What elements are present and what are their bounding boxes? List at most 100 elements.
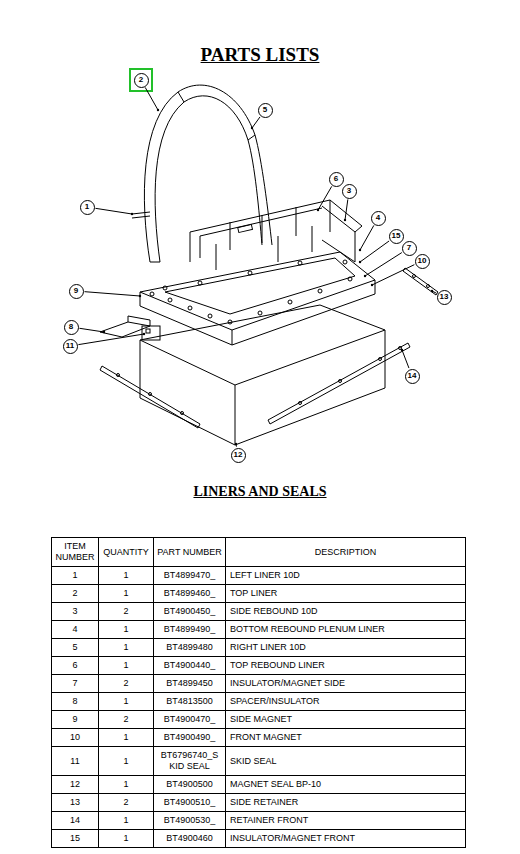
table-cell: 1	[99, 812, 154, 830]
table-cell: LEFT LINER 10D	[226, 567, 466, 585]
table-cell: BT4899480	[154, 639, 226, 657]
table-cell: 1	[99, 830, 154, 848]
cell-text: BOTTOM REBOUND PLENUM LINER	[230, 624, 385, 635]
table-cell: 14	[52, 812, 99, 830]
table-cell: 2	[99, 711, 154, 729]
callout-text: 10	[418, 257, 427, 265]
table-cell: TOP LINER	[226, 585, 466, 603]
cell-text: TOP REBOUND LINER	[230, 660, 325, 671]
table-cell: BT4900440_	[154, 657, 226, 675]
cell-text: BT4900470_	[164, 714, 216, 725]
cell-text: 2	[123, 606, 128, 617]
table-cell: 1	[52, 567, 99, 585]
cell-text: INSULATOR/MAGNET SIDE	[230, 678, 345, 689]
leader-line	[402, 350, 409, 368]
callout-text: 9	[74, 287, 78, 295]
callout-text: 7	[407, 244, 411, 252]
table-header-cell: ITEM NUMBER	[52, 538, 99, 567]
cell-text: LEFT LINER 10D	[230, 570, 300, 581]
cell-text: BT4899450	[166, 678, 213, 689]
table-cell: BT4813500	[154, 693, 226, 711]
callout-number: 13	[437, 290, 452, 305]
callout-text: 15	[392, 232, 401, 240]
table-cell: 1	[99, 639, 154, 657]
cell-text: RETAINER FRONT	[230, 815, 308, 826]
cell-text: BT4813500	[166, 696, 213, 707]
callout-text: 12	[234, 451, 243, 459]
callout-text: 6	[334, 175, 338, 183]
cell-text: 4	[72, 624, 77, 635]
callout-number: 14	[405, 369, 420, 384]
callout-number: 12	[231, 448, 246, 463]
leader-line	[78, 334, 144, 345]
cell-text: 2	[123, 678, 128, 689]
table-cell: RIGHT LINER 10D	[226, 639, 466, 657]
cell-text: ITEM NUMBER	[54, 541, 96, 563]
cell-text: 9	[72, 714, 77, 725]
cell-text: TOP LINER	[230, 588, 277, 599]
table-cell: BT4900490_	[154, 729, 226, 747]
callout-number: 15	[389, 229, 404, 244]
cell-text: 12	[70, 779, 80, 790]
leader-line	[360, 241, 389, 262]
cell-text: 1	[123, 732, 128, 743]
leader-dot	[371, 284, 373, 286]
table-cell: BT4900460	[154, 830, 226, 848]
parts-table: ITEM NUMBERQUANTITYPART NUMBERDESCRIPTIO…	[51, 537, 466, 848]
table-cell: INSULATOR/MAGNET SIDE	[226, 675, 466, 693]
table-cell: 13	[52, 794, 99, 812]
cell-text: 1	[123, 624, 128, 635]
cell-text: BT4900490_	[164, 732, 216, 743]
cell-text: 1	[123, 588, 128, 599]
table-cell: 1	[99, 621, 154, 639]
cell-text: 10	[70, 732, 80, 743]
table-cell: SIDE RETAINER	[226, 794, 466, 812]
cell-text: 1	[123, 696, 128, 707]
table-cell: 3	[52, 603, 99, 621]
cell-text: BT4899470_	[164, 570, 216, 581]
table-cell: TOP REBOUND LINER	[226, 657, 466, 675]
leader-line	[372, 265, 414, 285]
table-cell: SIDE MAGNET	[226, 711, 466, 729]
table-cell: SIDE REBOUND 10D	[226, 603, 466, 621]
callout-number: 9	[69, 284, 84, 299]
table-cell: 1	[99, 657, 154, 675]
table-cell: 2	[99, 603, 154, 621]
leader-dot	[344, 219, 346, 221]
cell-text: 5	[72, 642, 77, 653]
table-cell: 1	[99, 747, 154, 776]
cell-text: 1	[72, 570, 77, 581]
cell-text: BT4900440_	[164, 660, 216, 671]
cell-text: 1	[123, 833, 128, 844]
leader-dot	[359, 249, 361, 251]
cell-text: BT4900450_	[164, 606, 216, 617]
leader-dot	[143, 333, 145, 335]
cell-text: 2	[123, 714, 128, 725]
cell-text: SIDE MAGNET	[230, 714, 292, 725]
cell-text: BT6796740_S KID SEAL	[156, 750, 223, 772]
leader-dot	[364, 275, 366, 277]
leader-line	[360, 225, 374, 250]
table-cell: 1	[99, 776, 154, 794]
leader-dot	[131, 213, 133, 215]
cell-text: SPACER/INSULATOR	[230, 696, 320, 707]
table-cell: BT6796740_S KID SEAL	[154, 747, 226, 776]
cell-text: 1	[123, 642, 128, 653]
table-cell: BT4899460_	[154, 585, 226, 603]
leader-line	[79, 328, 104, 332]
leader-dot	[431, 290, 433, 292]
cell-text: BT4900530_	[164, 815, 216, 826]
table-cell: 9	[52, 711, 99, 729]
callout-number: 5	[258, 103, 273, 118]
cell-text: DESCRIPTION	[315, 547, 377, 558]
table-cell: 2	[52, 585, 99, 603]
table-cell: 15	[52, 830, 99, 848]
table-cell: 10	[52, 729, 99, 747]
callout-text: 5	[263, 106, 267, 114]
table-cell: 1	[99, 729, 154, 747]
callout-number: 7	[402, 241, 417, 256]
cell-text: QUANTITY	[103, 547, 149, 558]
cell-text: 3	[72, 606, 77, 617]
table-cell: INSULATOR/MAGNET FRONT	[226, 830, 466, 848]
